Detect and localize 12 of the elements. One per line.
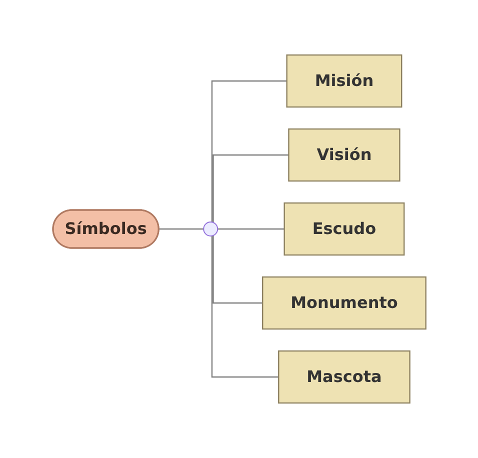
connector — [216, 228, 284, 230]
node-box: Monumento — [262, 276, 426, 330]
connector — [212, 154, 288, 222]
node-box: Mascota — [278, 350, 410, 404]
node-circle — [202, 222, 218, 236]
node-box: Misión — [286, 54, 402, 108]
node-box: Escudo — [283, 202, 404, 256]
connector — [210, 236, 278, 378]
connector — [212, 236, 262, 304]
node-box: Visión — [288, 128, 400, 182]
connector — [210, 80, 286, 222]
connector — [158, 228, 204, 230]
